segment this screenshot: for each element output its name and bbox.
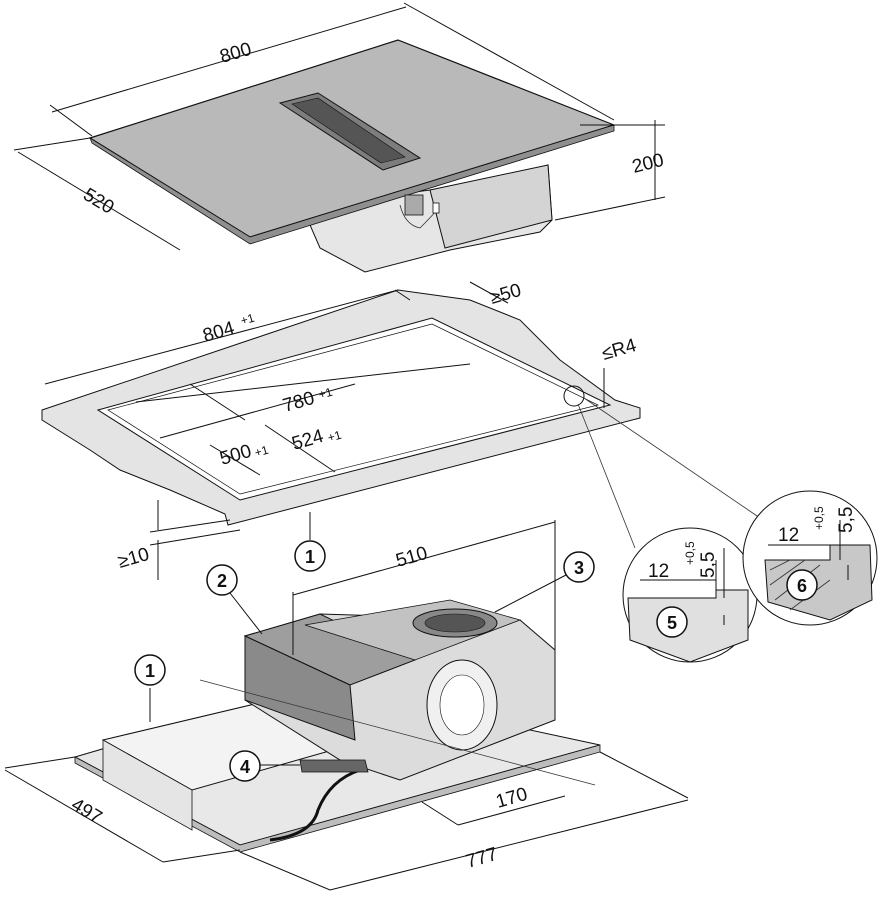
svg-text:+1: +1 — [253, 443, 270, 460]
detail5-width: 12 — [648, 561, 669, 582]
svg-text:1: 1 — [305, 547, 315, 567]
dim-fan-offset: 170 — [494, 784, 530, 813]
svg-text:4: 4 — [240, 757, 250, 777]
svg-text:5: 5 — [667, 613, 677, 633]
detail-6: 12 +0,5 5,5 — [742, 490, 878, 626]
svg-text:6: 6 — [797, 576, 807, 596]
dim-hob-height: 200 — [630, 150, 666, 178]
callout-6: 6 — [786, 569, 818, 601]
detail5-tolerance: +0,5 — [683, 541, 697, 565]
callout-1-top: 1 — [294, 540, 326, 572]
worktop-cutout-drawing: 804 +1 780 +1 524 +1 500 +1 ≥50 ≤R4 ≥10 — [41, 280, 761, 580]
dim-rear-clearance: ≥50 — [488, 280, 524, 309]
callout-1-bottom: 1 — [134, 654, 166, 686]
dim-frame-width: 777 — [464, 844, 500, 873]
power-cable — [269, 768, 361, 842]
svg-text:+1: +1 — [239, 311, 256, 328]
callout-4: 4 — [229, 750, 300, 782]
dim-hob-depth: 520 — [79, 184, 117, 218]
fan-unit-drawing: 510 777 497 170 — [4, 520, 689, 891]
detail5-depth: 5,5 — [698, 552, 719, 578]
svg-text:2: 2 — [217, 571, 227, 591]
hob-glass-edge — [89, 124, 615, 245]
dim-cutout-outer-width: 804 — [201, 318, 238, 347]
detail6-width: 12 — [778, 525, 799, 546]
svg-text:3: 3 — [574, 558, 584, 578]
dim-front-clearance: ≥10 — [116, 544, 152, 573]
hob-drawing: 800 520 200 — [13, 2, 666, 273]
callout-5: 5 — [656, 606, 688, 638]
dim-corner-radius: ≤R4 — [600, 335, 640, 365]
svg-text:+1: +1 — [326, 428, 343, 445]
callout-2: 2 — [206, 564, 263, 635]
detail6-depth: 5,5 — [836, 507, 857, 533]
hob-underside-panel — [429, 164, 553, 249]
svg-text:+1: +1 — [317, 385, 334, 402]
dim-fan-width: 510 — [394, 543, 430, 572]
svg-text:1: 1 — [145, 661, 155, 681]
detail6-tolerance: +0,5 — [812, 506, 826, 530]
dim-frame-depth: 497 — [67, 794, 105, 828]
detail-5: 12 +0,5 5,5 — [622, 527, 758, 663]
dim-hob-width: 800 — [218, 39, 254, 68]
callout-3: 3 — [494, 551, 595, 613]
